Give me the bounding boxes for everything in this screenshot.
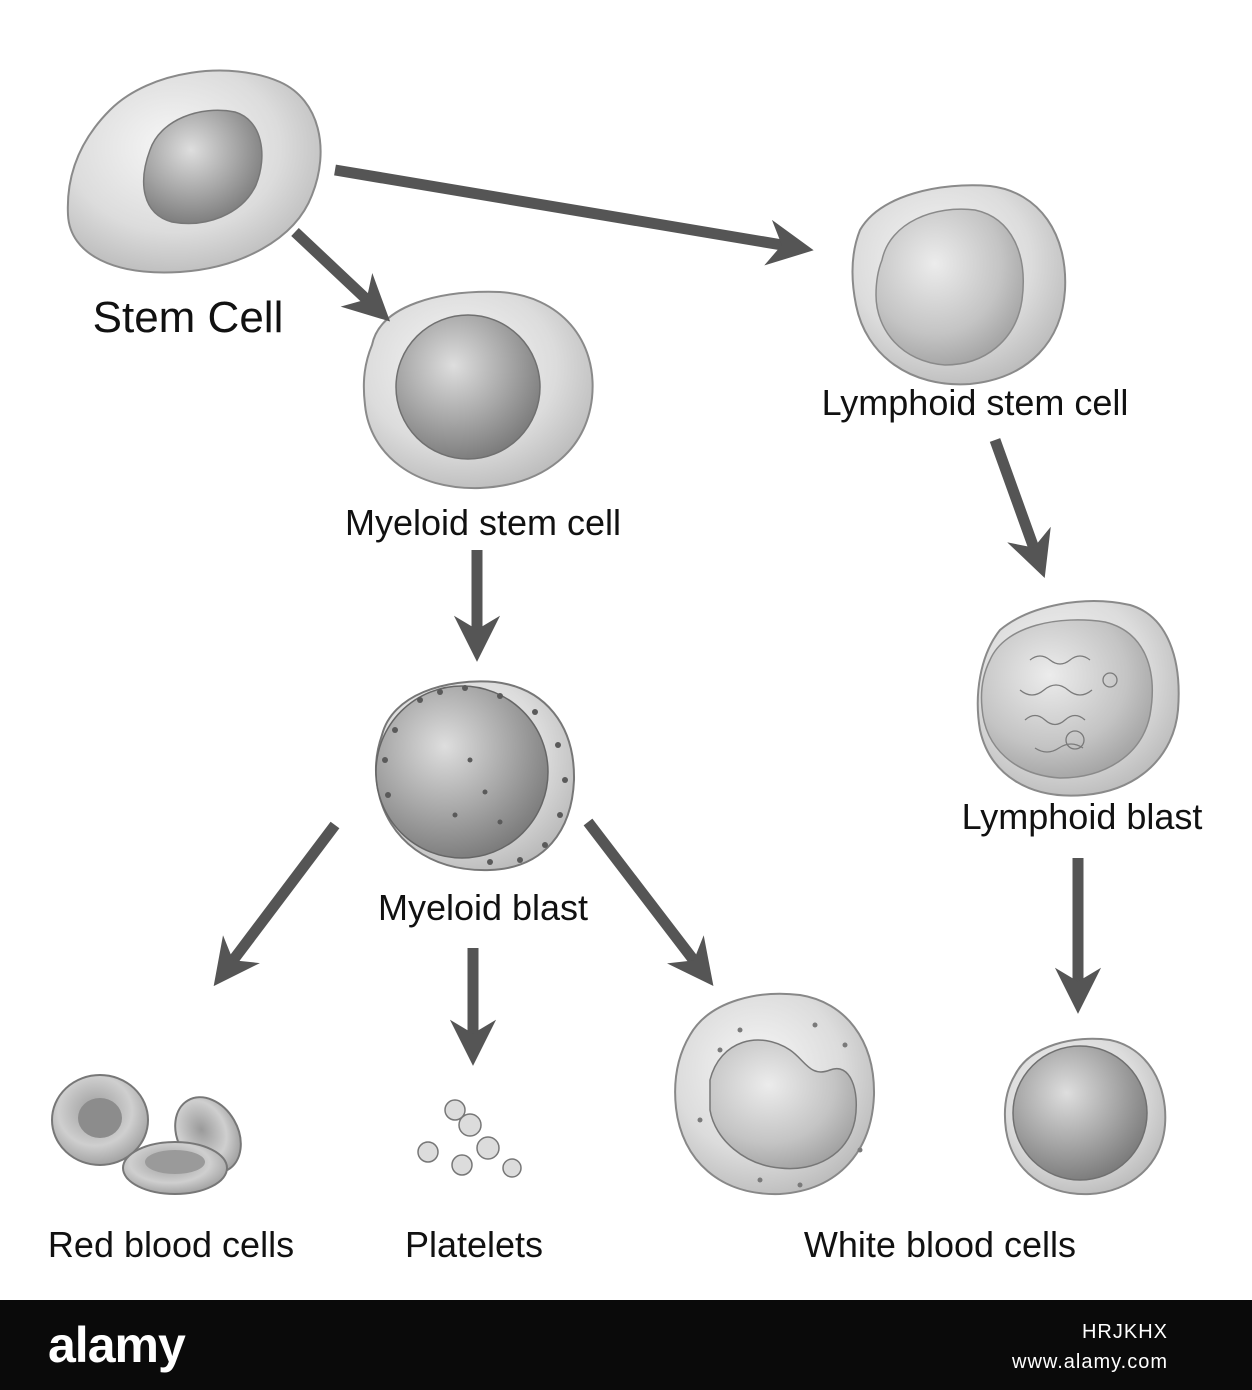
label-stem-cell: Stem Cell (92, 293, 284, 342)
label-myeloid-stem-cell: Myeloid stem cell (344, 502, 622, 543)
label-platelets: Platelets (404, 1224, 544, 1265)
label-white-blood-cells: White blood cells (803, 1224, 1077, 1265)
arrow-lymphoid-to-blast (989, 438, 1051, 579)
arrow-blast-to-wbc (583, 818, 714, 987)
arrows (213, 164, 1102, 1066)
arrow-blast-to-rbc (213, 821, 340, 987)
image-id: HRJKHX (1081, 1321, 1168, 1343)
white-blood-cell-lymphocyte-illustration (1003, 1037, 1167, 1196)
diagram-area: Stem Cell Myeloid stem cell Lymphoid ste… (47, 69, 1203, 1265)
myeloid-blast-illustration (374, 680, 576, 872)
label-lymphoid-stem-cell: Lymphoid stem cell (821, 382, 1129, 423)
red-blood-cells-illustration (51, 1074, 242, 1195)
site-url: www.alamy.com (1012, 1351, 1168, 1373)
platelets-illustration (417, 1099, 522, 1178)
brand-logo: alamy (48, 1317, 186, 1373)
myeloid-stem-cell-illustration (362, 290, 594, 490)
lymphoid-stem-cell-illustration (851, 184, 1067, 386)
label-myeloid-blast: Myeloid blast (377, 887, 589, 928)
label-red-blood-cells: Red blood cells (47, 1224, 295, 1265)
lymphoid-blast-illustration (976, 600, 1180, 797)
label-lymphoid-blast: Lymphoid blast (961, 796, 1203, 837)
watermark-footer: alamy HRJKHX www.alamy.com (0, 1300, 1252, 1390)
white-blood-cell-granulocyte-illustration (674, 992, 876, 1196)
arrow-stem-to-lymphoid (334, 164, 814, 266)
arrow-stem-to-myeloid (291, 227, 391, 322)
stem-cell-illustration (66, 69, 322, 274)
diagram-svg (51, 69, 1180, 1196)
